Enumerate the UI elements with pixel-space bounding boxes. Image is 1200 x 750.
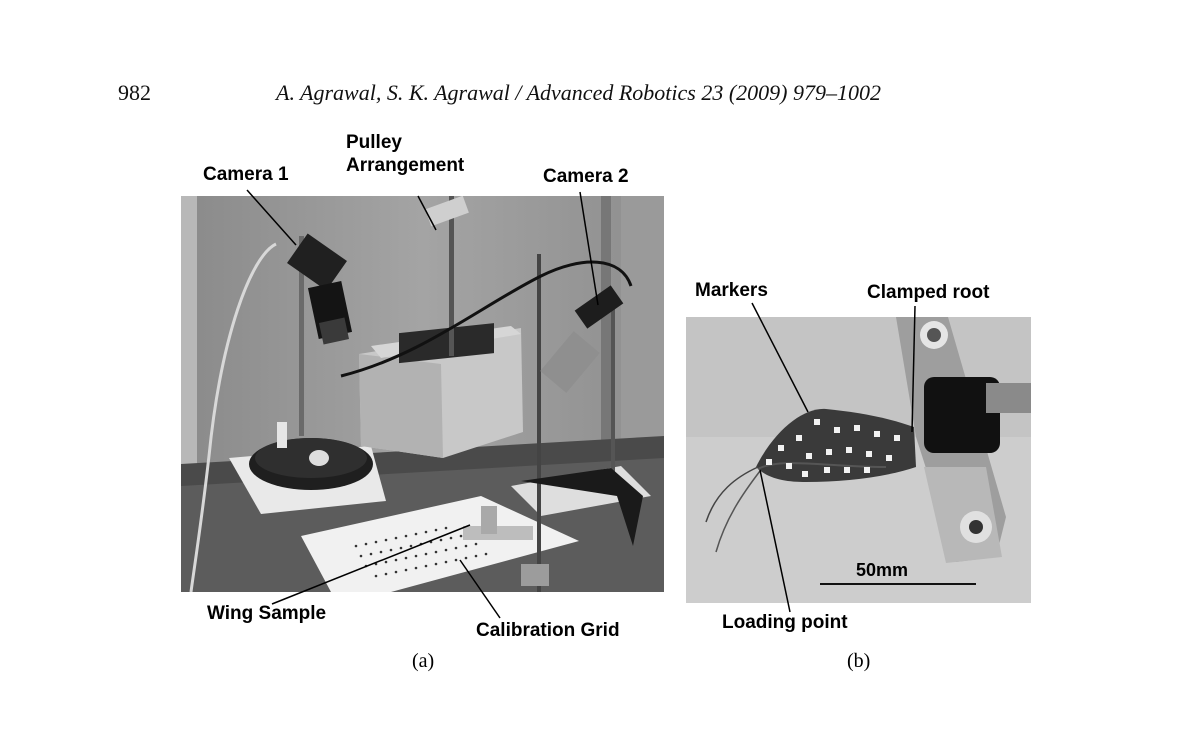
- label-pulley: Pulley: [346, 132, 402, 153]
- page-number: 982: [118, 80, 151, 105]
- label-camera-1: Camera 1: [203, 164, 289, 185]
- caption-b: (b): [847, 650, 871, 672]
- wing-photo: [686, 317, 1031, 603]
- label-calibration-grid: Calibration Grid: [476, 620, 620, 641]
- running-head: A. Agrawal, S. K. Agrawal / Advanced Rob…: [276, 80, 881, 105]
- label-arrangement: Arrangement: [346, 155, 465, 176]
- label-clamped-root: Clamped root: [867, 282, 990, 303]
- label-markers: Markers: [695, 280, 768, 301]
- scale-bar-label: 50mm: [856, 560, 909, 580]
- caption-a: (a): [412, 650, 435, 672]
- label-wing-sample: Wing Sample: [207, 603, 327, 624]
- setup-photo: [181, 196, 664, 592]
- label-loading-point: Loading point: [722, 612, 848, 633]
- label-camera-2: Camera 2: [543, 166, 629, 187]
